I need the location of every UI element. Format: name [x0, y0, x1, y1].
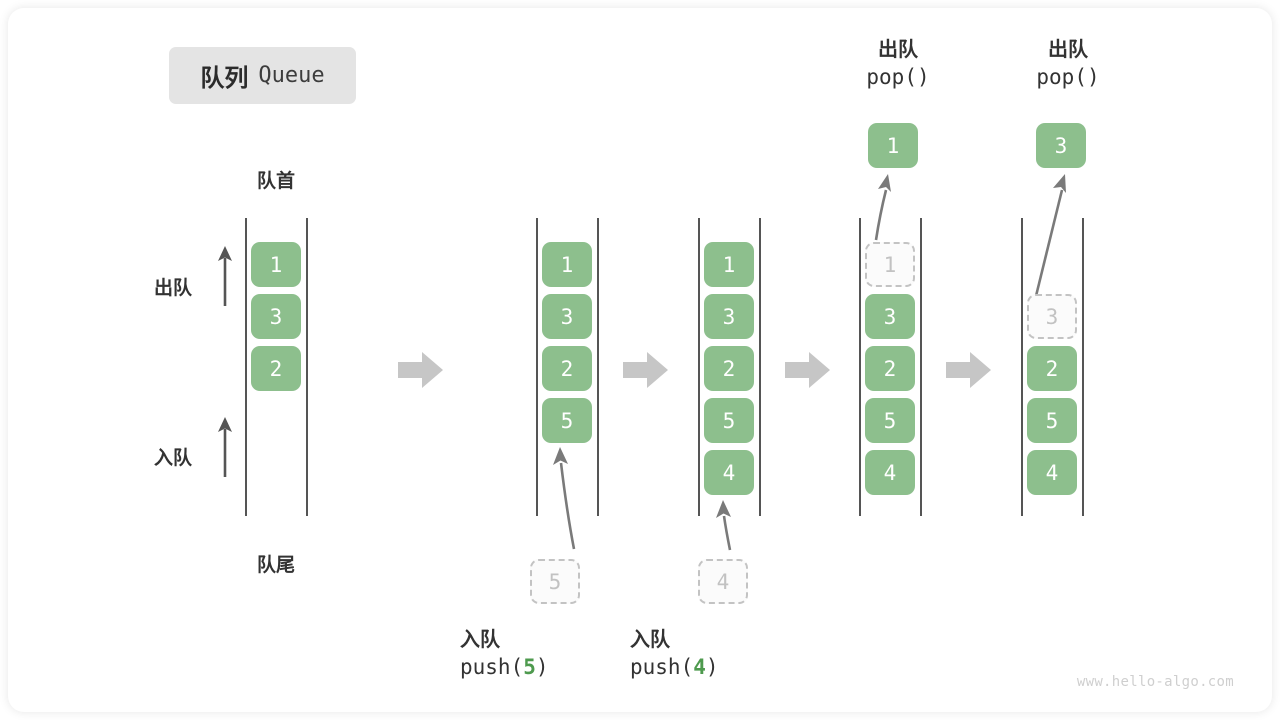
ghost-cell-push-5: 5	[530, 559, 580, 604]
queue-cell: 3	[542, 294, 592, 339]
queue-cell: 5	[1027, 398, 1077, 443]
push-5-caption-code: push(5)	[460, 655, 549, 679]
pop-1-caption-cn: 出队	[878, 39, 918, 61]
rail-left-stage-2	[536, 218, 538, 516]
push-4-caption: 入队 push(4)	[630, 628, 820, 681]
queue-cell: 2	[865, 346, 915, 391]
queue-cell: 3	[704, 294, 754, 339]
step-arrow-icon	[398, 352, 443, 388]
rail-left-stage-5	[1021, 218, 1023, 516]
popped-cell-3: 3	[1036, 123, 1086, 168]
pop-arrow-stage-5	[1034, 174, 1066, 297]
step-arrow-icon	[946, 352, 991, 388]
queue-cell: 2	[704, 346, 754, 391]
queue-cell: 2	[251, 346, 301, 391]
diagram-canvas: 队列 Queue 队首 队尾 出队 入队 1 3 2 1 3 2 5 5 入队 …	[8, 8, 1272, 712]
diagram-title-chip: 队列 Queue	[169, 47, 356, 104]
rail-right-stage-4	[920, 218, 922, 516]
queue-cell: 1	[251, 242, 301, 287]
dequeue-direction-arrow	[218, 246, 232, 306]
queue-front-label: 队首	[256, 171, 295, 192]
rail-left-stage-4	[859, 218, 861, 516]
rail-right-stage-1	[306, 218, 308, 516]
queue-cell: 3	[251, 294, 301, 339]
dequeue-side-label: 出队	[154, 278, 193, 299]
queue-cell: 4	[865, 450, 915, 495]
queue-cell: 5	[704, 398, 754, 443]
queue-cell: 2	[542, 346, 592, 391]
ghost-cell-push-4: 4	[698, 559, 748, 604]
queue-cell-new: 5	[542, 398, 592, 443]
push-4-caption-code: push(4)	[630, 655, 719, 679]
ghost-cell-pop-3: 3	[1027, 294, 1077, 339]
pop-3-caption: 出队 pop()	[998, 38, 1138, 91]
push-arrow-stage-2	[553, 447, 576, 550]
rail-left-stage-1	[245, 218, 247, 516]
queue-cell: 2	[1027, 346, 1077, 391]
queue-cell: 3	[865, 294, 915, 339]
popped-cell-1: 1	[868, 123, 918, 168]
rail-right-stage-5	[1082, 218, 1084, 516]
push-arrow-stage-3	[716, 500, 732, 551]
step-arrow-icon	[623, 352, 668, 388]
title-english: Queue	[258, 63, 325, 88]
enqueue-side-label: 入队	[154, 448, 193, 469]
enqueue-direction-arrow	[218, 417, 232, 477]
push-5-caption: 入队 push(5)	[460, 628, 650, 681]
rail-right-stage-3	[759, 218, 761, 516]
pop-3-caption-cn: 出队	[1048, 39, 1088, 61]
pop-arrow-stage-4	[874, 174, 891, 241]
queue-rear-label: 队尾	[256, 555, 295, 576]
push-4-caption-cn: 入队	[630, 629, 670, 651]
step-arrow-icon	[785, 352, 830, 388]
queue-cell-new: 4	[704, 450, 754, 495]
title-chinese: 队列	[200, 65, 249, 92]
rail-right-stage-2	[597, 218, 599, 516]
rail-left-stage-3	[698, 218, 700, 516]
queue-cell: 4	[1027, 450, 1077, 495]
pop-1-caption: 出队 pop()	[828, 38, 968, 91]
ghost-cell-pop-1: 1	[865, 242, 915, 287]
pop-1-caption-code: pop()	[866, 65, 930, 89]
queue-cell: 1	[542, 242, 592, 287]
queue-cell: 1	[704, 242, 754, 287]
queue-cell: 5	[865, 398, 915, 443]
push-5-caption-cn: 入队	[460, 629, 500, 651]
watermark: www.hello-algo.com	[1076, 674, 1234, 690]
pop-3-caption-code: pop()	[1036, 65, 1100, 89]
